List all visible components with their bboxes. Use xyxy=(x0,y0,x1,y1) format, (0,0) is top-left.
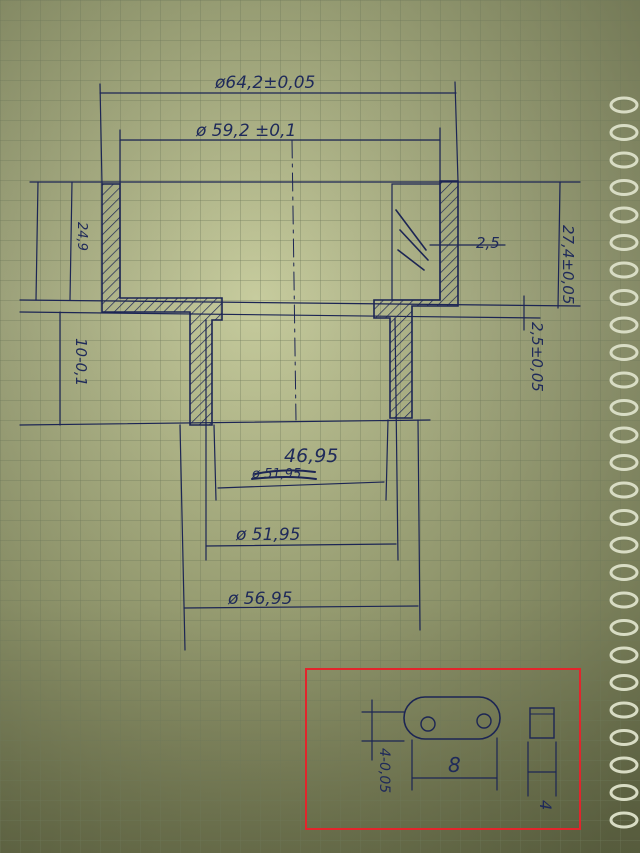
dim-wall-thickness: 2,5 xyxy=(476,234,500,252)
centerline xyxy=(291,139,297,421)
spiral-ring xyxy=(609,509,639,526)
detail-height-right: 4 xyxy=(536,800,555,810)
spiral-ring xyxy=(609,344,639,361)
spiral-ring xyxy=(609,784,639,801)
spiral-ring xyxy=(609,151,639,169)
dim-wall-left-height: 24,9 xyxy=(74,222,89,251)
dim-bore-bottom: ø 56,95 xyxy=(227,589,292,609)
detail-sketch xyxy=(361,696,557,797)
spiral-ring xyxy=(609,536,639,554)
spiral-ring xyxy=(609,234,639,251)
spiral-ring xyxy=(609,96,639,114)
spiral-ring xyxy=(609,564,639,581)
detail-height-left: 4-0,05 xyxy=(376,748,392,793)
dim-bore-top-struck: ø 51,95 xyxy=(251,467,301,482)
highlight-frame xyxy=(305,668,581,830)
dim-lower-height: 10-0,1 xyxy=(72,338,90,386)
spiral-ring xyxy=(609,619,639,636)
spiral-ring xyxy=(609,701,639,719)
dim-bore-top-correction: 46,95 xyxy=(284,445,338,467)
spiral-ring xyxy=(609,179,639,196)
spiral-ring xyxy=(609,591,639,609)
spiral-ring xyxy=(609,811,639,829)
spiral-ring xyxy=(609,124,639,141)
spiral-ring xyxy=(609,206,639,224)
dimension-lines xyxy=(19,81,581,651)
spiral-ring xyxy=(609,316,639,334)
spiral-binding xyxy=(609,96,639,829)
detail-length: 8 xyxy=(448,753,461,777)
spiral-ring xyxy=(609,756,639,774)
spiral-ring xyxy=(609,481,639,499)
spiral-ring xyxy=(609,261,639,279)
spiral-ring xyxy=(609,646,639,664)
dim-inner-diameter: ø 59,2 ±0,1 xyxy=(195,121,296,141)
spiral-ring xyxy=(609,426,639,444)
spiral-ring xyxy=(609,399,639,416)
dim-flange-thickness: 2,5±0,05 xyxy=(528,322,546,392)
spiral-ring xyxy=(609,674,639,691)
dim-outer-diameter: ø64,2±0,05 xyxy=(214,73,315,93)
spiral-ring xyxy=(609,371,639,389)
dim-right-height: 27,4±0,05 xyxy=(559,225,577,304)
spiral-ring xyxy=(609,729,639,746)
spiral-ring xyxy=(609,454,639,471)
spiral-ring xyxy=(609,289,639,306)
dim-bore-middle: ø 51,95 xyxy=(235,525,300,545)
